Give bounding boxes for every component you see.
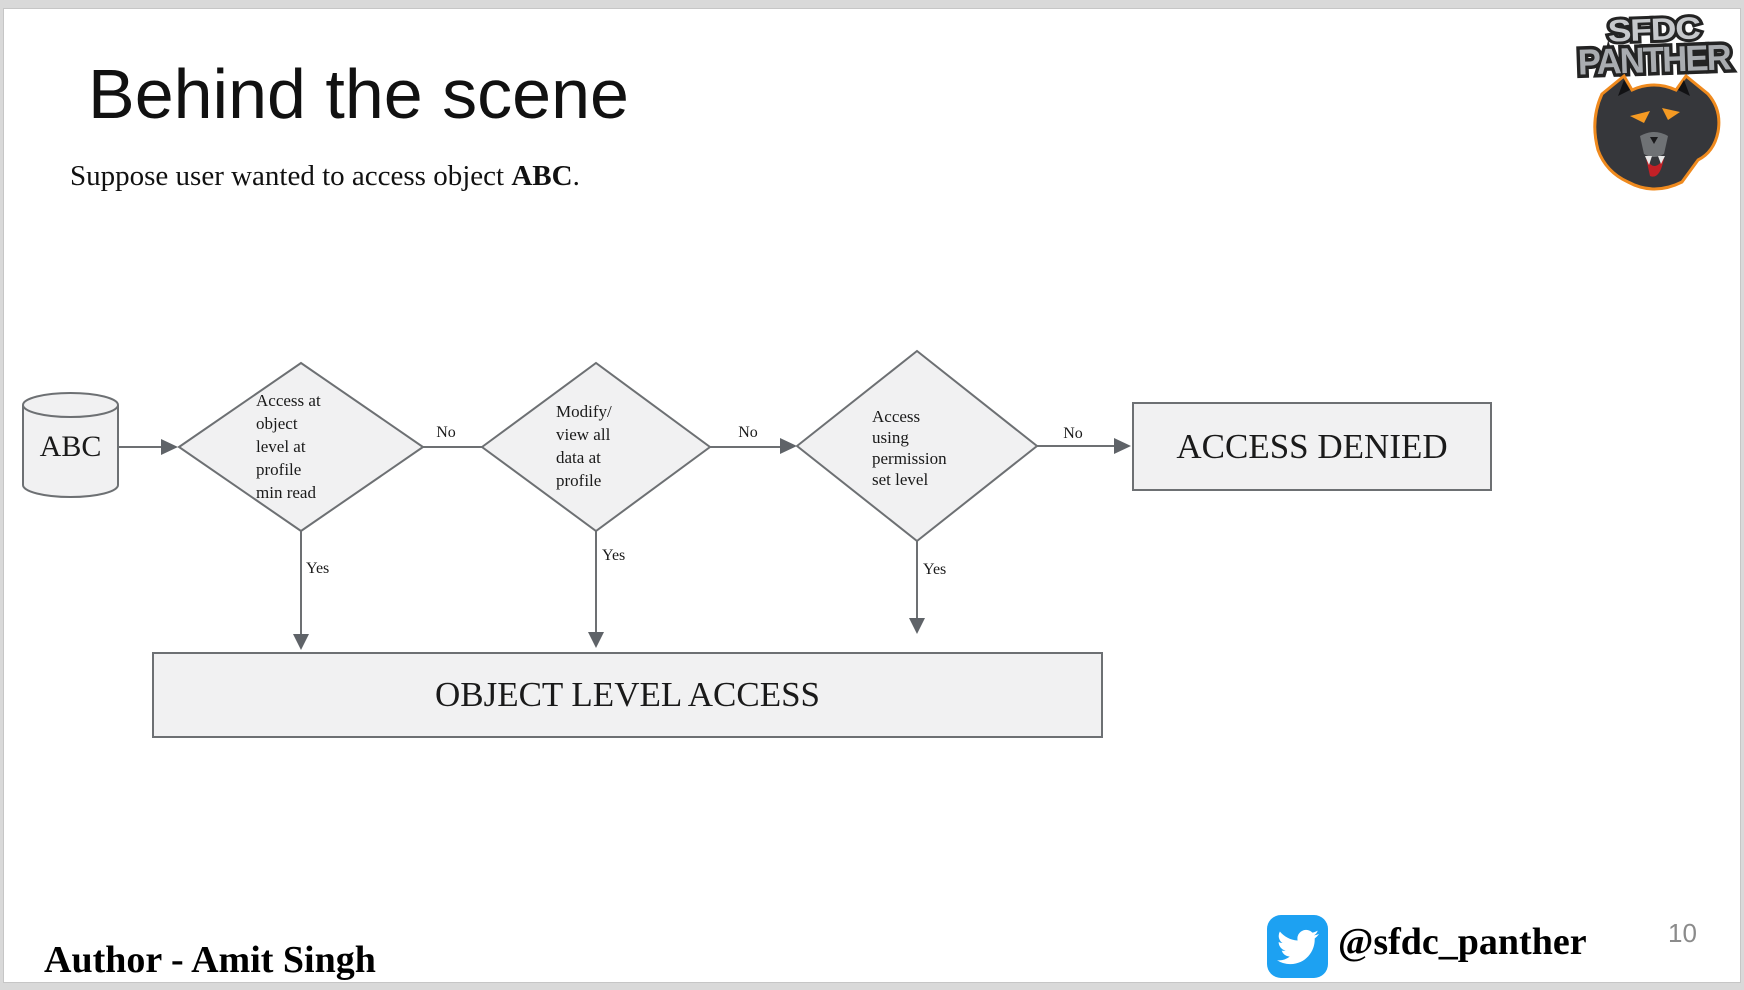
decision3-label: Access using permission set level [872, 407, 947, 489]
object-level-access-label: OBJECT LEVEL ACCESS [434, 675, 821, 714]
decision2-diamond [480, 361, 712, 533]
decision1-diamond [177, 361, 425, 533]
object-level-access-box [152, 652, 1103, 738]
database-cylinder-top [22, 392, 119, 418]
yes-label-1: Yes [306, 560, 330, 577]
logo-text-sfdc: SFDC [1607, 10, 1701, 48]
arrowhead-into-decision3 [780, 438, 797, 454]
page-title: Behind the scene [88, 55, 629, 133]
access-denied-label: ACCESS DENIED [1176, 427, 1448, 466]
database-label: ABC [39, 430, 102, 463]
arrowhead-into-decision1 [161, 439, 178, 455]
yes-label-2: Yes [602, 547, 626, 564]
database-cylinder [22, 405, 119, 498]
access-denied-box [1132, 402, 1492, 491]
twitter-icon[interactable] [1267, 915, 1328, 978]
sfdc-panther-logo: SFDC PANTHER [1574, 7, 1736, 191]
decision1-label: Access at object level at profile min re… [256, 391, 321, 502]
decision3-diamond [795, 349, 1039, 543]
no-label-1: No [436, 424, 456, 441]
no-label-3: No [1063, 425, 1083, 442]
subtitle-object-name: ABC [511, 160, 573, 192]
arrowhead-yes2 [588, 632, 604, 648]
arrowhead-yes1 [293, 634, 309, 650]
page-number: 10 [1668, 918, 1697, 948]
twitter-handle[interactable]: @sfdc_panther [1338, 921, 1587, 963]
yes-label-3: Yes [923, 561, 947, 578]
panther-head-icon [1593, 73, 1721, 191]
logo-text-panther: PANTHER [1577, 36, 1732, 82]
author-credit: Author - Amit Singh [44, 939, 376, 981]
no-label-2: No [738, 424, 758, 441]
subtitle-suffix: . [572, 160, 580, 192]
arrowhead-into-denied [1114, 438, 1131, 454]
decision2-label: Modify/ view all data at profile [556, 402, 612, 490]
twitter-bird-icon [1276, 929, 1319, 964]
subtitle: Suppose user wanted to access object ABC… [70, 160, 580, 193]
subtitle-prefix: Suppose user wanted to access object [70, 160, 512, 192]
arrowhead-yes3 [909, 618, 925, 634]
